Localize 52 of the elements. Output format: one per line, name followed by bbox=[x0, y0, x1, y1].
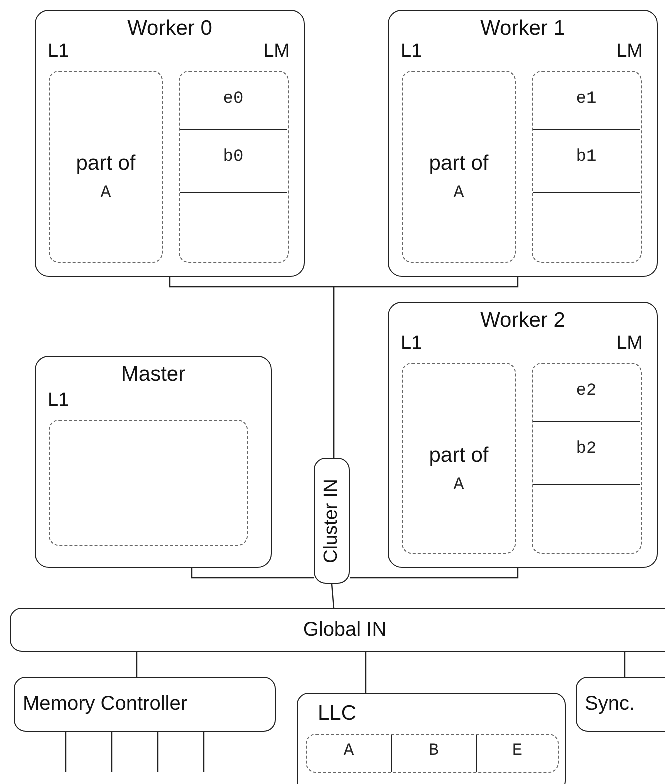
box-title: Worker 0 bbox=[126, 17, 214, 41]
unit-box bbox=[35, 356, 272, 568]
box-title: Worker 1 bbox=[480, 17, 566, 41]
component-box bbox=[576, 677, 665, 732]
cache-box bbox=[297, 693, 566, 784]
component-box bbox=[14, 677, 276, 732]
component-label: Global IN bbox=[303, 618, 387, 642]
box-title: Master bbox=[120, 363, 187, 387]
memory-label: LM bbox=[616, 41, 643, 63]
connector-line bbox=[350, 568, 519, 579]
buffer-text: e0 bbox=[223, 90, 244, 109]
memory-label: L1 bbox=[48, 41, 70, 63]
buffer-text: b2 bbox=[576, 440, 597, 459]
memory-label: LM bbox=[264, 41, 290, 63]
connector-line bbox=[111, 732, 113, 772]
memory-content-text: part of bbox=[428, 444, 490, 468]
unit-box bbox=[388, 302, 658, 568]
buffer-text: B bbox=[428, 742, 440, 761]
memory-content-text: part of bbox=[428, 152, 490, 176]
matrix-name: A bbox=[452, 184, 466, 203]
connector-line bbox=[191, 568, 314, 579]
box-title: Worker 2 bbox=[480, 309, 566, 333]
component-label: Sync. bbox=[585, 693, 636, 716]
matrix-name: A bbox=[452, 476, 466, 495]
unit-box bbox=[388, 10, 658, 277]
buffer-text: b0 bbox=[223, 148, 244, 167]
bus-box bbox=[10, 608, 665, 652]
connector-line bbox=[136, 652, 138, 677]
component-label: Memory Controller bbox=[23, 693, 188, 716]
connector-line bbox=[203, 732, 205, 772]
memory-label: L1 bbox=[48, 390, 70, 412]
box-title: LLC bbox=[318, 702, 357, 726]
interconnect-box bbox=[314, 458, 350, 584]
memory-content-text: part of bbox=[75, 152, 137, 176]
memory-label: LM bbox=[616, 333, 643, 355]
connector-line bbox=[65, 732, 67, 772]
buffer-text: b1 bbox=[576, 148, 597, 167]
memory-label: L1 bbox=[401, 41, 422, 63]
matrix-name: A bbox=[100, 184, 112, 203]
buffer-text: e1 bbox=[576, 90, 597, 109]
memory-label: L1 bbox=[401, 333, 422, 355]
buffer-text: A bbox=[344, 742, 354, 761]
connector-line bbox=[624, 652, 626, 677]
buffer-text: e2 bbox=[576, 382, 597, 401]
unit-box bbox=[35, 10, 305, 277]
connector-line bbox=[331, 584, 335, 608]
connector-line bbox=[157, 732, 159, 772]
connector-line bbox=[333, 277, 519, 458]
buffer-text: E bbox=[512, 742, 523, 761]
memory-region bbox=[306, 734, 559, 773]
interconnect-label: Cluster IN bbox=[321, 478, 343, 564]
connector-line bbox=[365, 652, 367, 693]
